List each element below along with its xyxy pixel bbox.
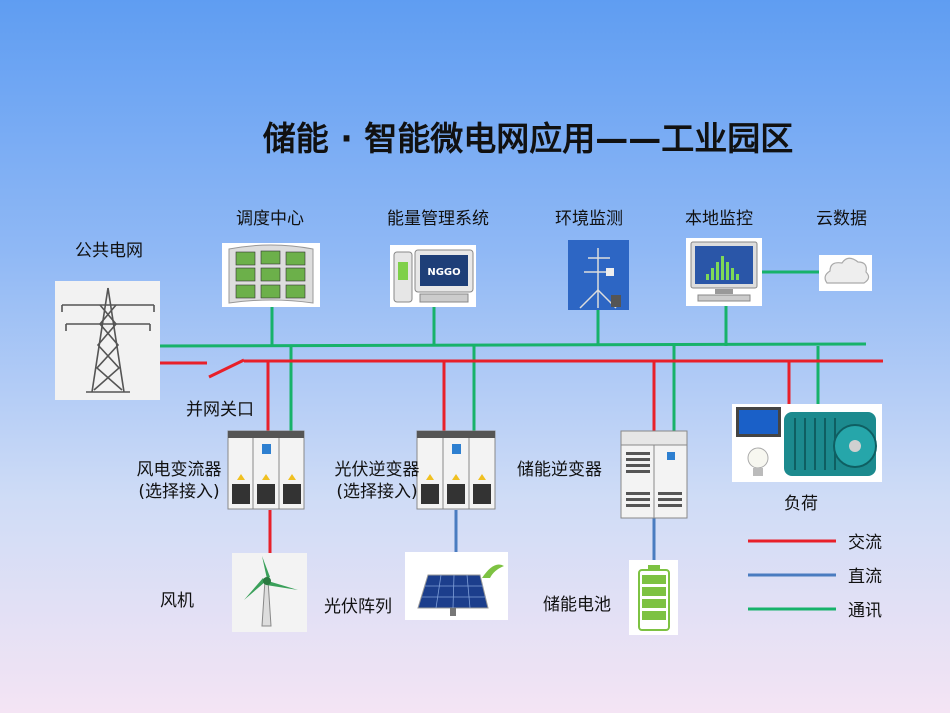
power-tower-icon: [55, 281, 160, 400]
legend-ac-label: 交流: [848, 533, 882, 553]
storage-inverter-cabinet: [620, 430, 688, 519]
pv-inverter-cabinet: [416, 430, 496, 510]
label-grid-switch: 并网关口: [186, 400, 254, 420]
ac-lines: [155, 358, 883, 553]
ems-computer-icon: NGGO: [390, 245, 476, 307]
local-monitor-icon: [686, 238, 762, 306]
legend-dc-label: 直流: [848, 567, 882, 587]
label-storage-inverter: 储能逆变器: [517, 460, 602, 480]
label-public-grid: 公共电网: [75, 241, 143, 261]
wind-turbine-icon: [232, 553, 307, 632]
label-local-monitor: 本地监控: [685, 209, 753, 229]
label-cloud-data: 云数据: [816, 209, 867, 229]
label-dispatch-center: 调度中心: [236, 209, 304, 229]
label-load: 负荷: [784, 494, 818, 514]
label-env-monitor: 环境监测: [555, 209, 623, 229]
battery-icon: [629, 560, 678, 635]
dispatch-center-icon: [222, 243, 320, 307]
label-wind-turbine: 风机: [160, 591, 194, 611]
cloud-icon: [819, 255, 872, 291]
label-pv-inverter-line2: (选择接入): [336, 482, 418, 502]
label-pv-inverter: 光伏逆变器 (选择接入): [329, 459, 425, 503]
dc-lines: [454, 510, 836, 577]
label-pv-inverter-line1: 光伏逆变器: [334, 460, 420, 480]
legend-comm-label: 通讯: [848, 601, 882, 621]
load-equipment-icon: [732, 404, 882, 482]
diagram-title: 储能 · 智能微电网应用——工业园区: [262, 119, 794, 158]
label-pv-array: 光伏阵列: [324, 597, 392, 617]
label-wind-converter-line2: (选择接入): [138, 482, 220, 502]
wind-converter-cabinet: [227, 430, 305, 510]
ems-logo: NGGO: [427, 267, 460, 278]
label-wind-converter-line1: 风电变流器: [136, 460, 222, 480]
label-ems: 能量管理系统: [387, 209, 489, 229]
solar-panel-icon: [405, 552, 508, 620]
label-battery: 储能电池: [543, 595, 611, 615]
label-wind-converter: 风电变流器 (选择接入): [131, 459, 227, 503]
weather-station-icon: [568, 240, 629, 310]
